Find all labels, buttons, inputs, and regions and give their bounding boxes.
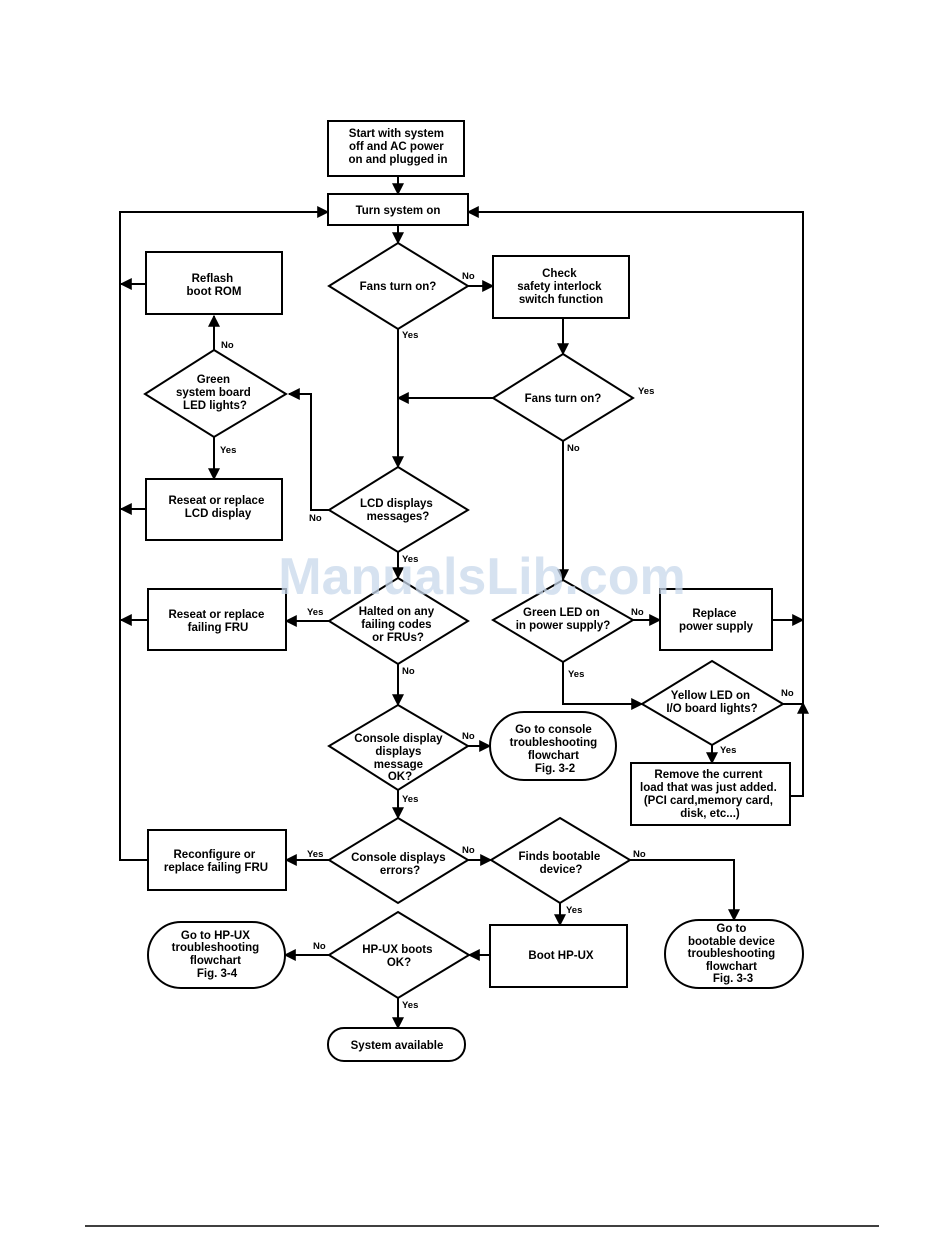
hpux-yes-label: Yes	[402, 1000, 418, 1011]
edge-right-loop	[466, 206, 804, 704]
halted-yes-label: Yes	[307, 607, 323, 618]
fans1-diamond	[327, 241, 470, 331]
green-psu-diamond	[491, 578, 635, 664]
halted-diamond	[327, 576, 470, 666]
check-interlock-text: Check safety interlock switch function	[517, 268, 605, 306]
reseat-fru-text: Reseat or replace failing FRU	[168, 609, 267, 634]
yellow-yes-label: Yes	[720, 745, 736, 756]
edge-remove-loop	[790, 701, 809, 797]
green-sys-yes-label: Yes	[220, 445, 236, 456]
psu-yes-label: Yes	[568, 669, 584, 680]
yellow-led-text: Yellow LED on I/O board lights?	[666, 690, 757, 715]
console-ok-text: Console display displays message OK?	[354, 733, 445, 783]
errors-yes-label: Yes	[307, 849, 323, 860]
turn-on-text: Turn system on	[356, 205, 441, 217]
remove-load-text: Remove the current load that was just ad…	[640, 769, 780, 820]
remove-load-box	[630, 762, 791, 826]
fans2-diamond	[491, 352, 635, 443]
reseat-lcd-box	[145, 478, 283, 541]
replace-psu-text: Replace power supply	[679, 608, 754, 633]
green-sys-led-text: Green system board LED lights?	[176, 374, 254, 412]
console-ok-yes-label: Yes	[402, 794, 418, 805]
lcd-msg-text: LCD displays messages?	[360, 498, 436, 523]
console-ok-no-label: No	[462, 731, 475, 742]
connectors	[119, 176, 809, 1030]
reseat-lcd-text: Reseat or replace LCD display	[168, 495, 267, 520]
reflash-box	[145, 251, 283, 315]
fans1-text: Fans turn on?	[360, 281, 437, 293]
edge-psu-yellow	[562, 662, 644, 710]
halted-text: Halted on any failing codes or FRUs?	[359, 606, 438, 644]
console-errors-diamond	[327, 816, 470, 905]
hpux-boots-diamond	[327, 910, 471, 1000]
available-text: System available	[351, 1040, 444, 1052]
yellow-led-diamond	[640, 659, 785, 747]
yellow-no-label: No	[781, 688, 794, 699]
watermark: ManualsLib.com	[278, 548, 685, 606]
turn-on-box	[327, 193, 469, 226]
edge-finds-goto	[630, 859, 740, 922]
goto-bootable-pill	[664, 919, 804, 989]
goto-hpux-pill	[147, 921, 286, 989]
psu-no-label: No	[631, 607, 644, 618]
fans2-yes-label: Yes	[638, 386, 654, 397]
reflash-text: Reflash boot ROM	[187, 273, 242, 298]
goto-hpux-text: Go to HP-UX troubleshooting flowchart Fi…	[172, 930, 263, 980]
fans1-yes-label: Yes	[402, 330, 418, 341]
fans1-no-label: No	[462, 271, 475, 282]
reconfigure-text: Reconfigure or replace failing FRU	[164, 849, 268, 874]
lcd-yes-label: Yes	[402, 554, 418, 565]
green-psu-text: Green LED on in power supply?	[516, 607, 611, 632]
goto-console-pill	[489, 711, 617, 781]
goto-bootable-text: Go to bootable device troubleshooting fl…	[688, 923, 779, 985]
green-sys-led-diamond	[143, 348, 288, 439]
console-errors-text: Console displays errors?	[351, 852, 449, 877]
lcd-msg-diamond	[327, 465, 470, 554]
finds-boot-diamond	[489, 816, 632, 905]
reseat-fru-box	[147, 588, 287, 651]
errors-no-label: No	[462, 845, 475, 856]
edge-labels: No Yes Yes No No Yes No Yes Yes No No Ye…	[220, 271, 794, 1011]
edge-lcd-greensys	[287, 388, 329, 511]
boot-no-label: No	[633, 849, 646, 860]
boot-yes-label: Yes	[566, 905, 582, 916]
hpux-boots-text: HP-UX boots OK?	[362, 944, 435, 969]
boot-hpux-text: Boot HP-UX	[528, 950, 593, 962]
boot-hpux-box	[489, 924, 628, 988]
reconfigure-box	[147, 829, 287, 891]
available-pill	[327, 1027, 466, 1062]
start-text: Start with system off and AC power on an…	[348, 128, 447, 166]
check-interlock-box	[492, 255, 630, 319]
fans2-no-label: No	[567, 443, 580, 454]
fans2-text: Fans turn on?	[525, 393, 602, 405]
nodes	[143, 120, 804, 1062]
finds-boot-text: Finds bootable device?	[519, 851, 604, 876]
console-ok-diamond	[327, 703, 470, 792]
goto-console-text: Go to console troubleshooting flowchart …	[510, 724, 601, 775]
halted-no-label: No	[402, 666, 415, 677]
edge-left-loop	[119, 206, 330, 861]
replace-psu-box	[659, 588, 773, 651]
hpux-no-label: No	[313, 941, 326, 952]
green-sys-no-label: No	[221, 340, 234, 351]
start-box	[327, 120, 465, 177]
lcd-no-label: No	[309, 513, 322, 524]
node-texts: Start with system off and AC power on an…	[164, 128, 780, 1052]
